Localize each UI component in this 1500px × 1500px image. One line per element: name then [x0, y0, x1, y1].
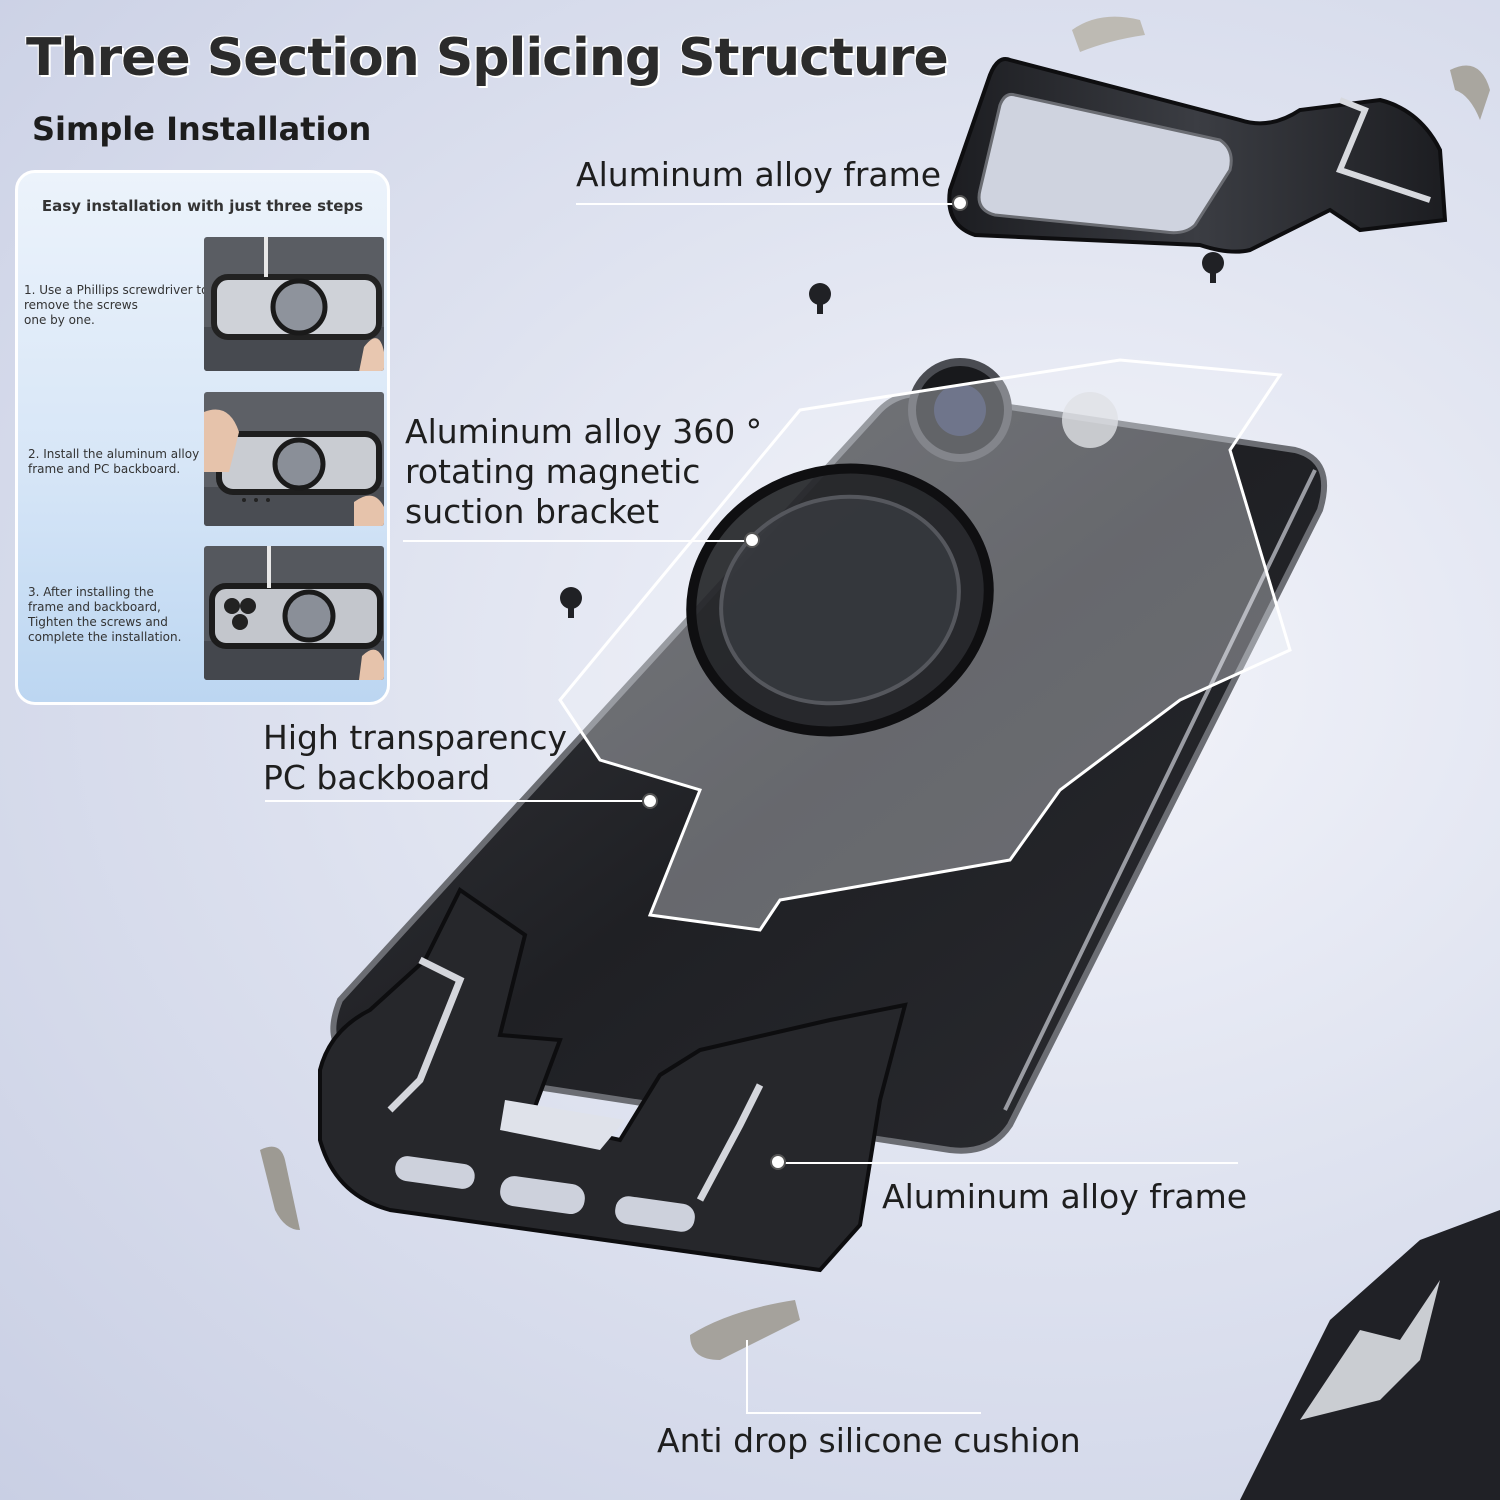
label-bottom-aluminum-frame: Aluminum alloy frame: [882, 1177, 1248, 1216]
label-pc-backboard: High transparency PC backboard: [263, 718, 568, 797]
callout-dot-bottom-frame: [770, 1154, 786, 1170]
label-magnetic-bracket: Aluminum alloy 360 ° rotating magnetic s…: [405, 412, 763, 531]
top-aluminum-frame: [947, 57, 1448, 254]
step-2-text: 2. Install the aluminum alloy frame and …: [28, 447, 200, 476]
step-2-image: [204, 392, 384, 526]
bottom-aluminum-frame: [318, 887, 908, 1273]
page-subtitle: Simple Installation: [32, 110, 372, 148]
callout-line-bracket: [403, 540, 751, 542]
silicone-cushions: [260, 16, 1490, 1360]
label-top-aluminum-frame: Aluminum alloy frame: [576, 155, 942, 194]
callout-line-cushion: [746, 1412, 981, 1414]
callout-dot-top-frame: [952, 195, 968, 211]
callout-dot-bracket: [744, 532, 760, 548]
callout-line-bottom-frame: [778, 1162, 1238, 1164]
step-1-text: 1. Use a Phillips screwdriver to remove …: [24, 283, 209, 327]
step-3-image: [204, 546, 384, 680]
magnetic-ring-bracket: [686, 463, 994, 737]
step-1-image: [204, 237, 384, 371]
callout-line-backboard: [265, 800, 648, 802]
installation-card-title: Easy installation with just three steps: [41, 197, 364, 215]
label-silicone-cushion: Anti drop silicone cushion: [657, 1421, 1081, 1460]
installation-card: Easy installation with just three steps …: [15, 170, 390, 705]
callout-dot-backboard: [642, 793, 658, 809]
screw-parts: [560, 252, 1224, 618]
callout-line-top-frame: [576, 203, 960, 205]
callout-vline-cushion: [746, 1340, 748, 1414]
step-3-text: 3. After installing the frame and backbo…: [28, 585, 182, 644]
phone-body: [330, 358, 1328, 1154]
page-title: Three Section Splicing Structure: [26, 28, 949, 88]
